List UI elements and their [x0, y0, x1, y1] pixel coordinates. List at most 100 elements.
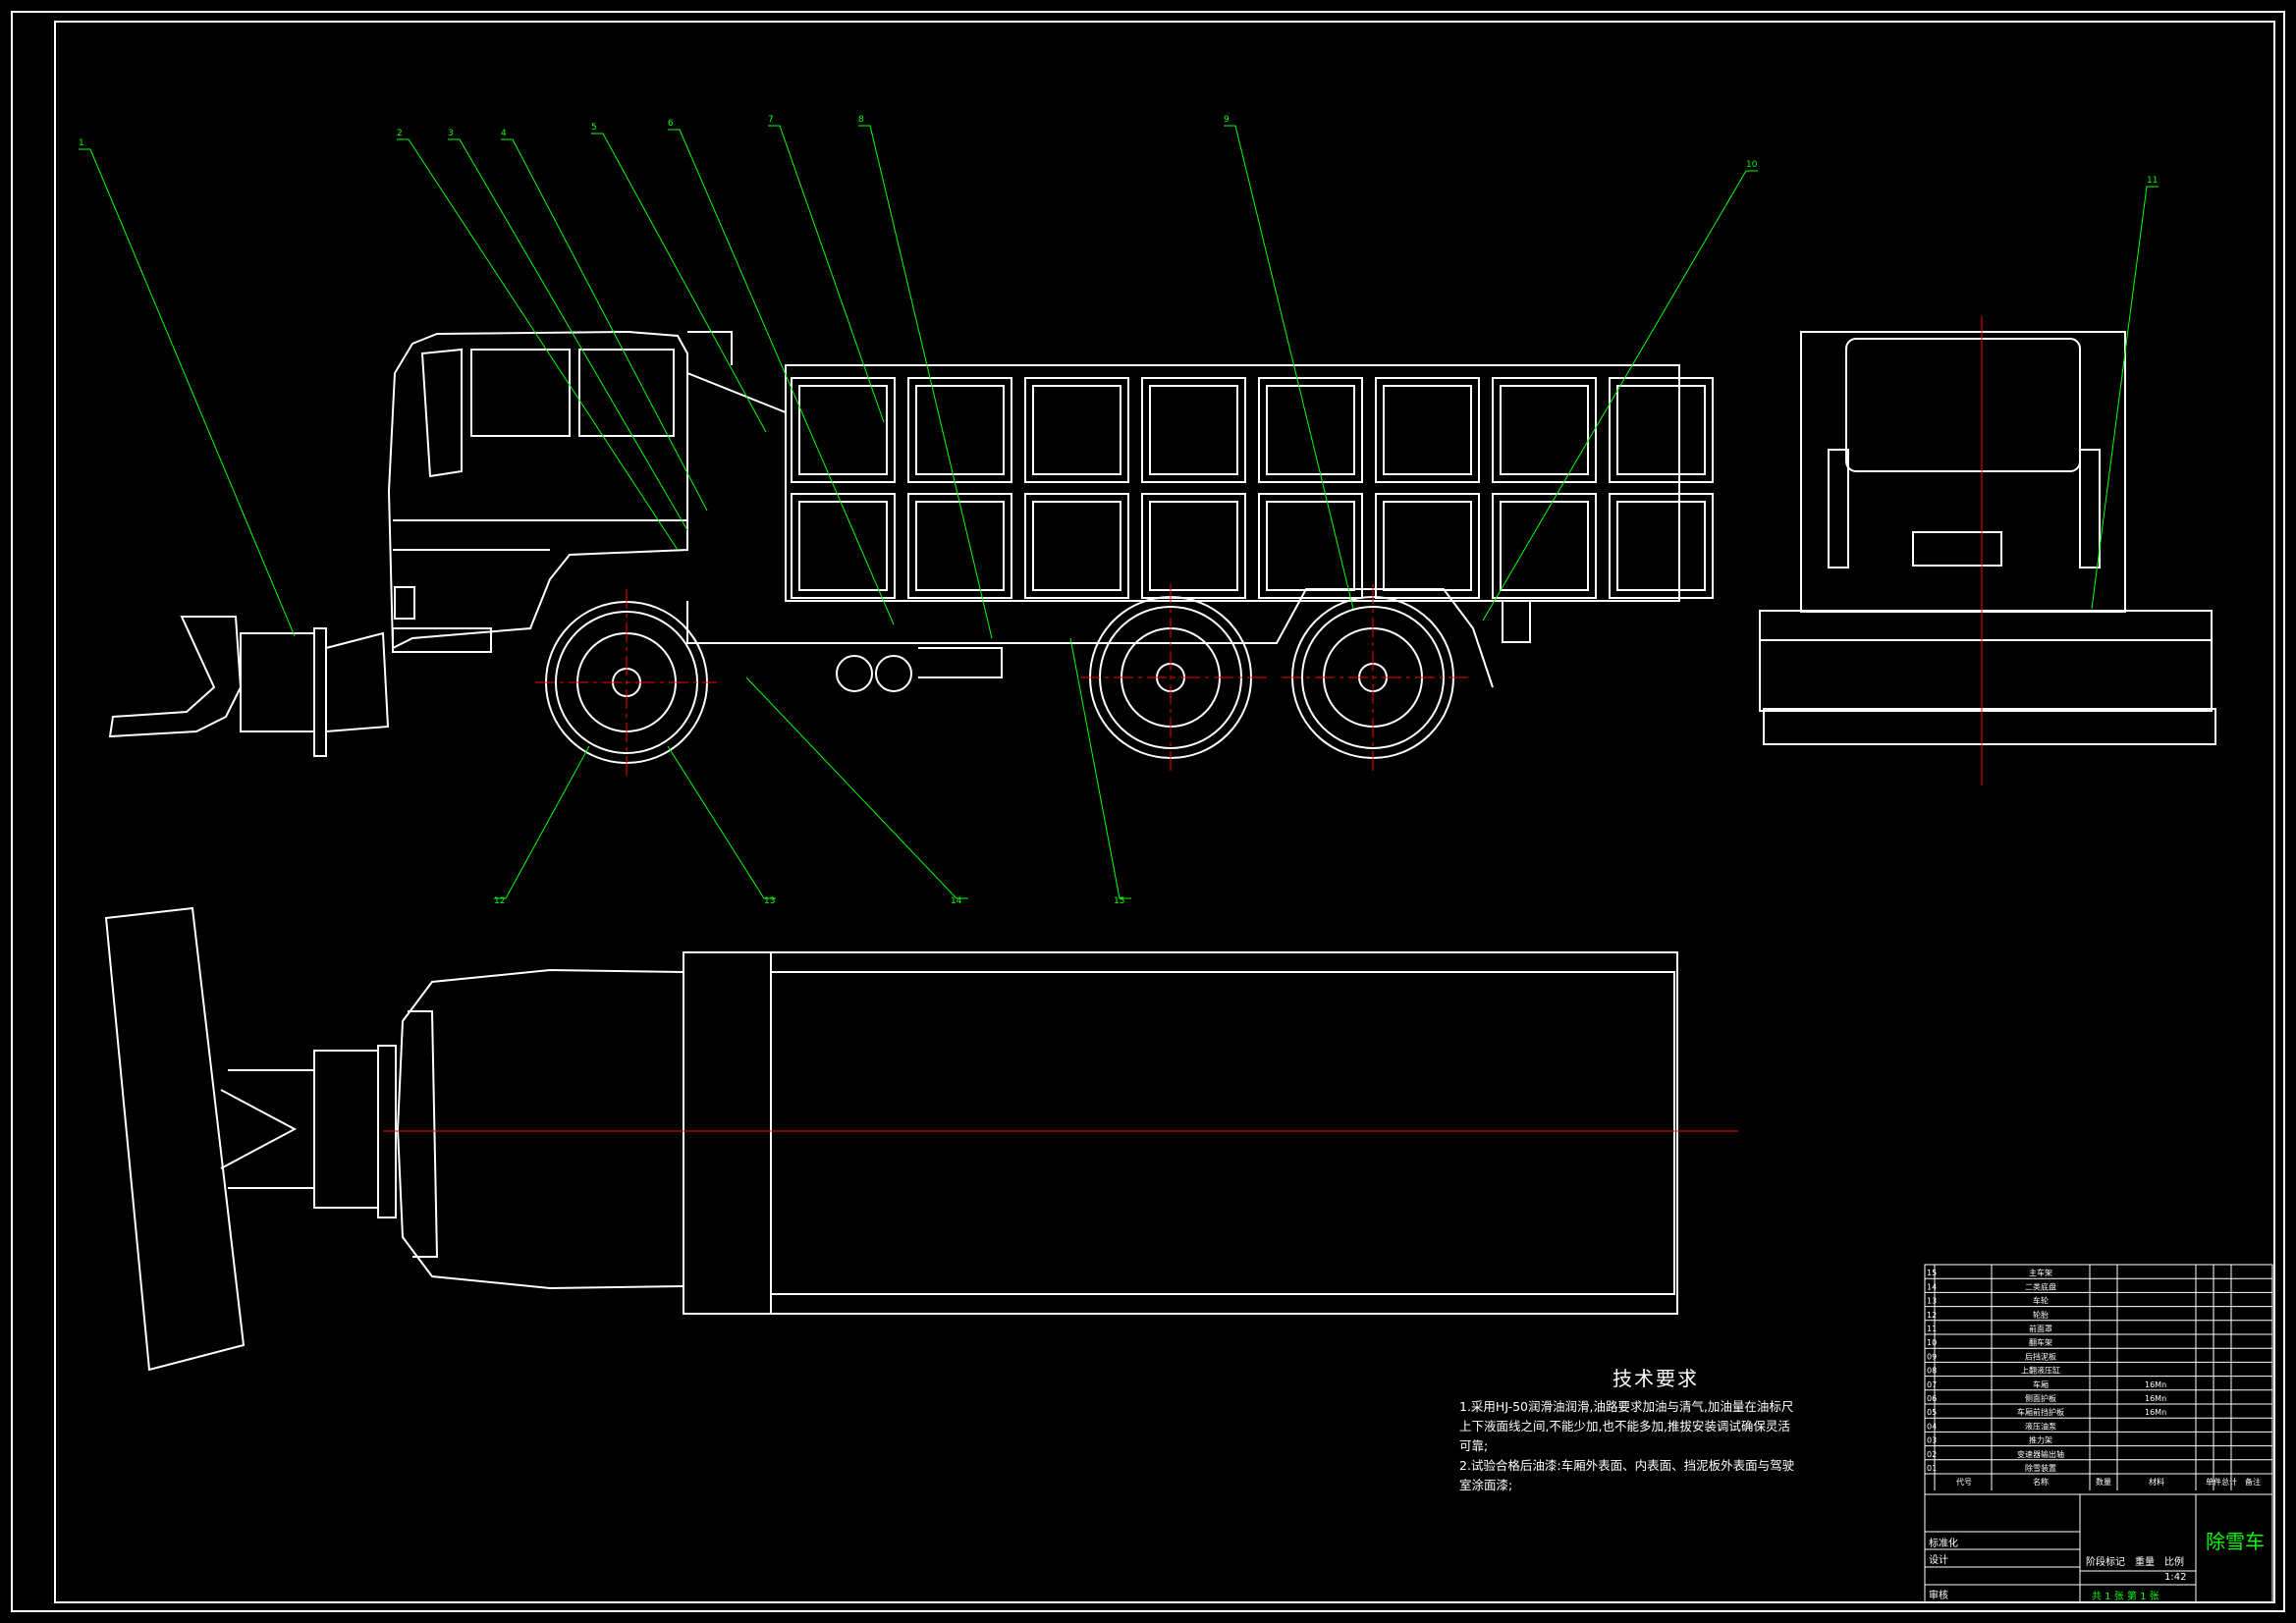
parts-row-no: 06	[1927, 1394, 1937, 1403]
body-panel-inner	[1500, 385, 1589, 475]
body-panel-inner	[1032, 385, 1121, 475]
cab-outline	[387, 330, 688, 650]
parts-row-name: 车轮	[2033, 1296, 2049, 1306]
callout-labels: 1 2 3 4 5 6 7 8 9 10 11 12 13 14 15	[79, 115, 2158, 906]
body-panel-inner	[1266, 385, 1355, 475]
parts-header-no: 代号	[1956, 1477, 1972, 1487]
parts-row-name: 后挡泥板	[2025, 1351, 2056, 1361]
parts-row-no: 02	[1927, 1450, 1937, 1459]
callout-14: 14	[951, 896, 962, 906]
tb-weight: 重量	[2135, 1557, 2155, 1568]
body-panel-inner	[1149, 501, 1238, 591]
tb-stage: 阶段标记	[2086, 1557, 2125, 1568]
callout-3: 3	[448, 129, 454, 138]
body-panel-inner	[1616, 385, 1706, 475]
top-view	[104, 906, 1678, 1372]
leader-lines	[79, 125, 2159, 899]
parts-header-name: 名称	[2033, 1477, 2049, 1487]
chassis-rail	[686, 588, 1494, 688]
body-panel-inner	[1500, 501, 1589, 591]
outer-frame	[11, 11, 2285, 1612]
parts-header-mass: 单件总计	[2206, 1477, 2237, 1487]
parts-row-name: 推力架	[2029, 1435, 2052, 1445]
parts-row-material: 16Mn	[2145, 1408, 2166, 1417]
callout-2: 2	[397, 129, 403, 138]
body-panel	[1492, 377, 1597, 483]
cab-door-window	[578, 349, 675, 437]
top-cab	[396, 968, 684, 1290]
body-panel-inner	[1383, 385, 1472, 475]
tb-std: 标准化	[1929, 1539, 1958, 1549]
plow-side	[108, 616, 390, 757]
tb-scale: 比例	[2164, 1557, 2184, 1568]
tb-design: 设计	[1929, 1555, 1948, 1566]
parts-row-no: 14	[1927, 1282, 1937, 1291]
parts-row-name: 车厢	[2033, 1380, 2049, 1389]
side-centerlines	[535, 584, 1468, 776]
top-plow-blade	[104, 906, 246, 1372]
parts-row-name: 车厢前挡护板	[2017, 1407, 2064, 1417]
body-panel	[1609, 377, 1714, 483]
body-panel-inner	[1616, 501, 1706, 591]
parts-row-no: 11	[1927, 1325, 1937, 1333]
callout-5: 5	[591, 123, 597, 133]
body-panel-inner	[798, 385, 888, 475]
parts-row-no: 03	[1927, 1436, 1937, 1445]
inner-frame	[54, 21, 2275, 1603]
top-body	[683, 951, 1678, 1315]
body-panel	[1141, 377, 1246, 483]
callout-4: 4	[501, 129, 507, 138]
body-panel-inner	[915, 385, 1005, 475]
callout-8: 8	[858, 115, 864, 125]
tech-req-line-3: 可靠;	[1459, 1438, 1489, 1453]
tech-req-line-1: 1.采用HJ-50润滑油润滑,油路要求加油与清气,加油量在油标尺	[1459, 1399, 1794, 1414]
parts-list-grid	[1924, 1264, 2273, 1603]
callout-9: 9	[1224, 115, 1230, 125]
callout-12: 12	[494, 896, 505, 906]
tb-check: 审核	[1929, 1591, 1948, 1601]
parts-row-no: 15	[1927, 1269, 1937, 1277]
parts-row-no: 13	[1927, 1297, 1937, 1306]
front-view	[1759, 331, 2216, 745]
tech-req-title: 技术要求	[1613, 1367, 1699, 1390]
tech-req-line-5: 室涂面漆;	[1459, 1478, 1513, 1492]
body-panel	[1492, 493, 1597, 599]
front-windshield	[1845, 338, 2081, 472]
parts-row-no: 12	[1927, 1311, 1937, 1320]
parts-row-no: 10	[1927, 1338, 1937, 1347]
body-panel	[1375, 377, 1480, 483]
body-panel	[907, 493, 1012, 599]
callout-1: 1	[79, 138, 84, 148]
parts-row-material: 16Mn	[2145, 1394, 2166, 1403]
parts-row-name: 二类底盘	[2025, 1281, 2056, 1291]
parts-row-no: 08	[1927, 1367, 1937, 1376]
body-panel-inner	[1266, 501, 1355, 591]
body-panels	[791, 377, 1714, 599]
body-panel	[1258, 377, 1363, 483]
parts-row-name: 前面罩	[2029, 1324, 2052, 1333]
cab-window	[470, 349, 571, 437]
tech-req-line-4: 2.试验合格后油漆:车厢外表面、内表面、挡泥板外表面与驾驶	[1459, 1458, 1795, 1473]
body-panel	[1024, 377, 1129, 483]
callout-13: 13	[764, 896, 775, 906]
body-panel-inner	[1149, 385, 1238, 475]
tb-sheets: 共 1 张 第 1 张	[2092, 1592, 2159, 1602]
parts-row-name: 主车架	[2029, 1268, 2052, 1277]
parts-row-name: 上翻液压缸	[2021, 1366, 2060, 1376]
callout-7: 7	[768, 115, 774, 125]
parts-row-no: 09	[1927, 1352, 1937, 1361]
parts-row-name: 液压油泵	[2025, 1421, 2056, 1431]
drawing-title: 除雪车	[2206, 1530, 2265, 1553]
parts-header-material: 材料	[2149, 1477, 2164, 1487]
parts-row-name: 变速器输出轴	[2017, 1449, 2064, 1459]
parts-row-no: 05	[1927, 1408, 1937, 1417]
body-panel-inner	[1383, 501, 1472, 591]
body-panel	[1375, 493, 1480, 599]
callout-10: 10	[1746, 160, 1758, 170]
body-panel	[907, 377, 1012, 483]
parts-row-name: 除雪装置	[2025, 1463, 2056, 1473]
callout-15: 15	[1114, 896, 1124, 906]
body-panel-inner	[1032, 501, 1121, 591]
technical-requirements: 技术要求 1.采用HJ-50润滑油润滑,油路要求加油与清气,加油量在油标尺 上下…	[1459, 1363, 1852, 1495]
